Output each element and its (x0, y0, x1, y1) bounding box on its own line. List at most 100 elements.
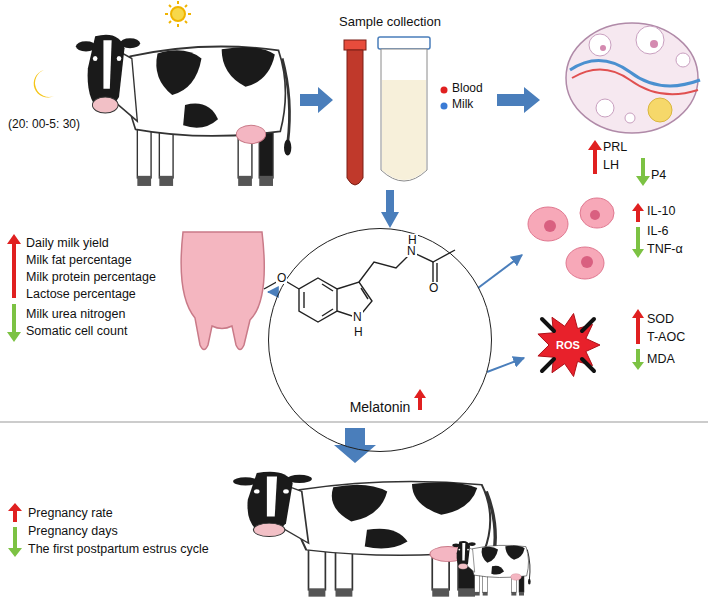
blood-dot (441, 87, 448, 94)
atom-label: O (428, 282, 439, 294)
effect-label: P4 (651, 168, 666, 182)
milk-dot (441, 103, 448, 110)
sun-icon (185, 21, 187, 23)
effect-label: LH (603, 158, 619, 172)
ovary-picture (648, 98, 672, 122)
decrease-arrow (632, 227, 644, 258)
milk-tube (378, 37, 430, 181)
increase-arrow (632, 309, 644, 344)
milk-tube (378, 37, 430, 49)
effect-label: IL-10 (647, 204, 676, 218)
effect-label: Milk urea nitrogen (26, 307, 125, 321)
ros-burst (538, 313, 600, 376)
effect-label: Somatic cell count (26, 324, 127, 338)
flow-arrow (497, 87, 540, 113)
sun-icon (169, 21, 171, 23)
atom-label: O (276, 272, 287, 284)
melatonin-circle: Melatonin (268, 228, 492, 452)
effect-label: Daily milk yield (26, 236, 109, 250)
immune-cells (528, 198, 614, 279)
immune-cells (544, 220, 556, 232)
atom-label: N (352, 311, 363, 323)
molecule-bonds (432, 262, 433, 284)
sun-icon (165, 1, 191, 27)
moon-icon (34, 70, 54, 98)
blood-tube (347, 50, 363, 185)
ovary-picture (566, 23, 698, 133)
udder-picture (181, 232, 264, 350)
atom-label: N (406, 245, 417, 257)
effect-label: Milk protein percentage (26, 270, 156, 284)
effect-label: Milk (452, 98, 473, 112)
molecule-bonds (436, 263, 437, 284)
ovary-picture (572, 69, 698, 94)
effect-arrow (268, 291, 278, 293)
cow-picture (233, 472, 497, 597)
effect-label: PRL (603, 140, 627, 154)
cross-mark (542, 319, 594, 371)
sun-icon (171, 7, 185, 21)
ovary-picture (625, 113, 635, 123)
node-text: Sample collection (339, 14, 441, 29)
flow-arrow (300, 87, 333, 113)
decrease-arrow (8, 527, 22, 557)
immune-cells (590, 210, 600, 220)
effect-arrow (487, 358, 524, 372)
molecule-bonds (361, 288, 368, 299)
molecule-bonds (299, 278, 337, 322)
effect-label: Lactose percentage (26, 287, 136, 301)
decrease-arrow (636, 158, 650, 186)
sun-icon (185, 5, 187, 7)
immune-cells (581, 256, 593, 268)
ovary-picture (636, 26, 664, 54)
increase-arrow (414, 389, 426, 410)
molecule-bonds (303, 292, 304, 308)
increase-arrow (7, 234, 21, 298)
sample-group: Sample collection (335, 14, 445, 190)
ros-burst (538, 313, 600, 376)
sun-icon (188, 13, 191, 15)
ovary-picture (596, 99, 614, 117)
sun-icon (177, 1, 179, 4)
increase-arrow (632, 203, 644, 222)
immune-cells (528, 207, 568, 241)
effect-label: TNF-α (647, 242, 683, 256)
cross-mark (582, 319, 594, 331)
molecule-bonds (264, 250, 455, 322)
moon-icon (34, 70, 54, 98)
effect-label: IL-6 (647, 224, 669, 238)
milk-tube (381, 49, 427, 181)
decrease-arrow (7, 304, 21, 342)
calf-picture (452, 541, 530, 596)
immune-cells (566, 247, 604, 279)
increase-arrow (8, 503, 22, 522)
effect-label: Milk fat percentage (26, 253, 132, 267)
increase-arrow (588, 140, 602, 174)
molecule-bonds (322, 284, 333, 291)
ovary-picture (566, 23, 700, 133)
cross-mark (582, 359, 594, 371)
atom-label: H (353, 326, 364, 338)
ovary-picture (676, 53, 690, 67)
effect-label: T-AOC (647, 330, 685, 344)
effect-arrow (478, 255, 522, 288)
cross-mark (542, 319, 554, 331)
blood-tube (344, 40, 366, 185)
cow-picture (76, 35, 291, 186)
ovary-picture (650, 40, 658, 48)
result-arrow (334, 428, 376, 463)
effect-label: The first postpartum estrus cycle (28, 542, 209, 556)
effect-label: Blood (452, 82, 483, 96)
decrease-arrow (632, 349, 644, 370)
molecule-bonds (322, 309, 333, 316)
sun-icon (177, 24, 179, 27)
milk-tube (382, 80, 426, 180)
effect-label: Pregnancy days (28, 524, 118, 538)
ros-label: ROS (556, 339, 580, 352)
cross-mark (542, 359, 554, 371)
effect-label: Pregnancy rate (28, 506, 113, 520)
node-text: Melatonin (350, 399, 411, 415)
ovary-picture (589, 34, 611, 56)
sun-icon (169, 5, 171, 7)
